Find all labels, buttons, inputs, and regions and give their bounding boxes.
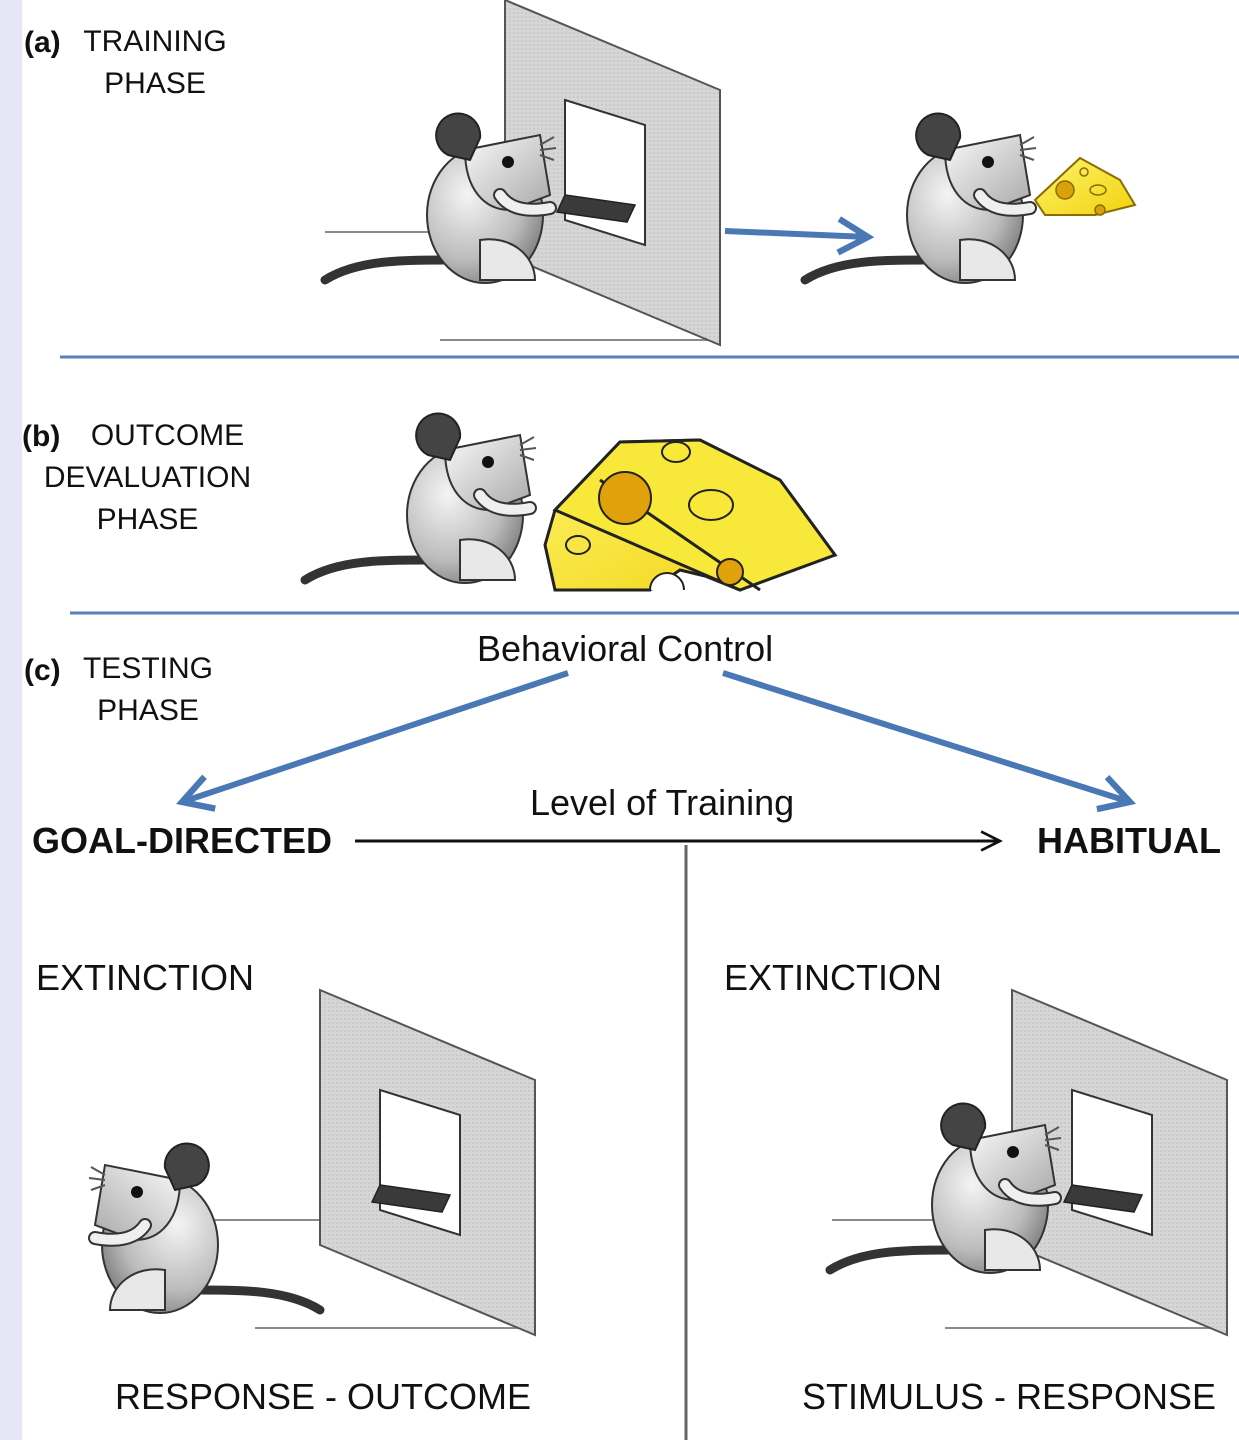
arrow-icon (724, 216, 875, 256)
panel-b-title-line-2: DEVALUATION (43, 461, 252, 494)
panel-c-title-line-1: TESTING (82, 652, 213, 685)
panel-c-letter: (c) (24, 654, 61, 687)
rat-icon (325, 113, 556, 283)
arrow-to-habitual (722, 670, 1137, 813)
panel-c-title: TESTING PHASE (78, 648, 218, 732)
panel-b-title-line-3: PHASE (96, 503, 199, 536)
rat-icon (89, 1143, 320, 1313)
cheese-icon (1033, 156, 1137, 216)
panel-a-label: (a) (24, 26, 61, 60)
panel-c-label: (c) (24, 654, 61, 688)
level-of-training-label: Level of Training (530, 782, 795, 823)
panel-a-title: TRAINING PHASE (80, 21, 230, 105)
habitual-scene (830, 989, 1228, 1336)
devaluation-scene (305, 413, 838, 592)
panel-a-title-line-2: PHASE (104, 67, 206, 100)
left-condition-label: EXTINCTION (36, 957, 255, 998)
panel-a-title-line-1: TRAINING (83, 25, 227, 58)
panel-c-title-line-2: PHASE (97, 694, 199, 727)
panel-b-title: OUTCOME DEVALUATION PHASE (40, 415, 255, 541)
right-condition-label: EXTINCTION (724, 957, 943, 998)
goal-directed-scene (89, 989, 536, 1336)
habitual-label: HABITUAL (1037, 820, 1221, 861)
arrow-to-goal-directed (175, 670, 569, 812)
left-association-label: RESPONSE - OUTCOME (115, 1376, 532, 1417)
right-association-label: STIMULUS - RESPONSE (802, 1376, 1217, 1417)
left-margin-strip (0, 0, 22, 1440)
cheese-icon (543, 438, 838, 592)
panel-b-label: (b) (22, 420, 60, 454)
panel-a-letter: (a) (24, 26, 61, 59)
lever-box-icon (319, 989, 536, 1336)
rat-icon (305, 413, 536, 583)
panel-b-letter: (b) (22, 420, 61, 453)
goal-directed-label: GOAL-DIRECTED (32, 820, 332, 861)
training-scene (325, 0, 1137, 346)
panel-b-title-line-1: OUTCOME (90, 419, 245, 452)
rat-icon (830, 1103, 1061, 1273)
behavioral-control-label: Behavioral Control (477, 628, 774, 669)
rat-icon (805, 113, 1036, 283)
